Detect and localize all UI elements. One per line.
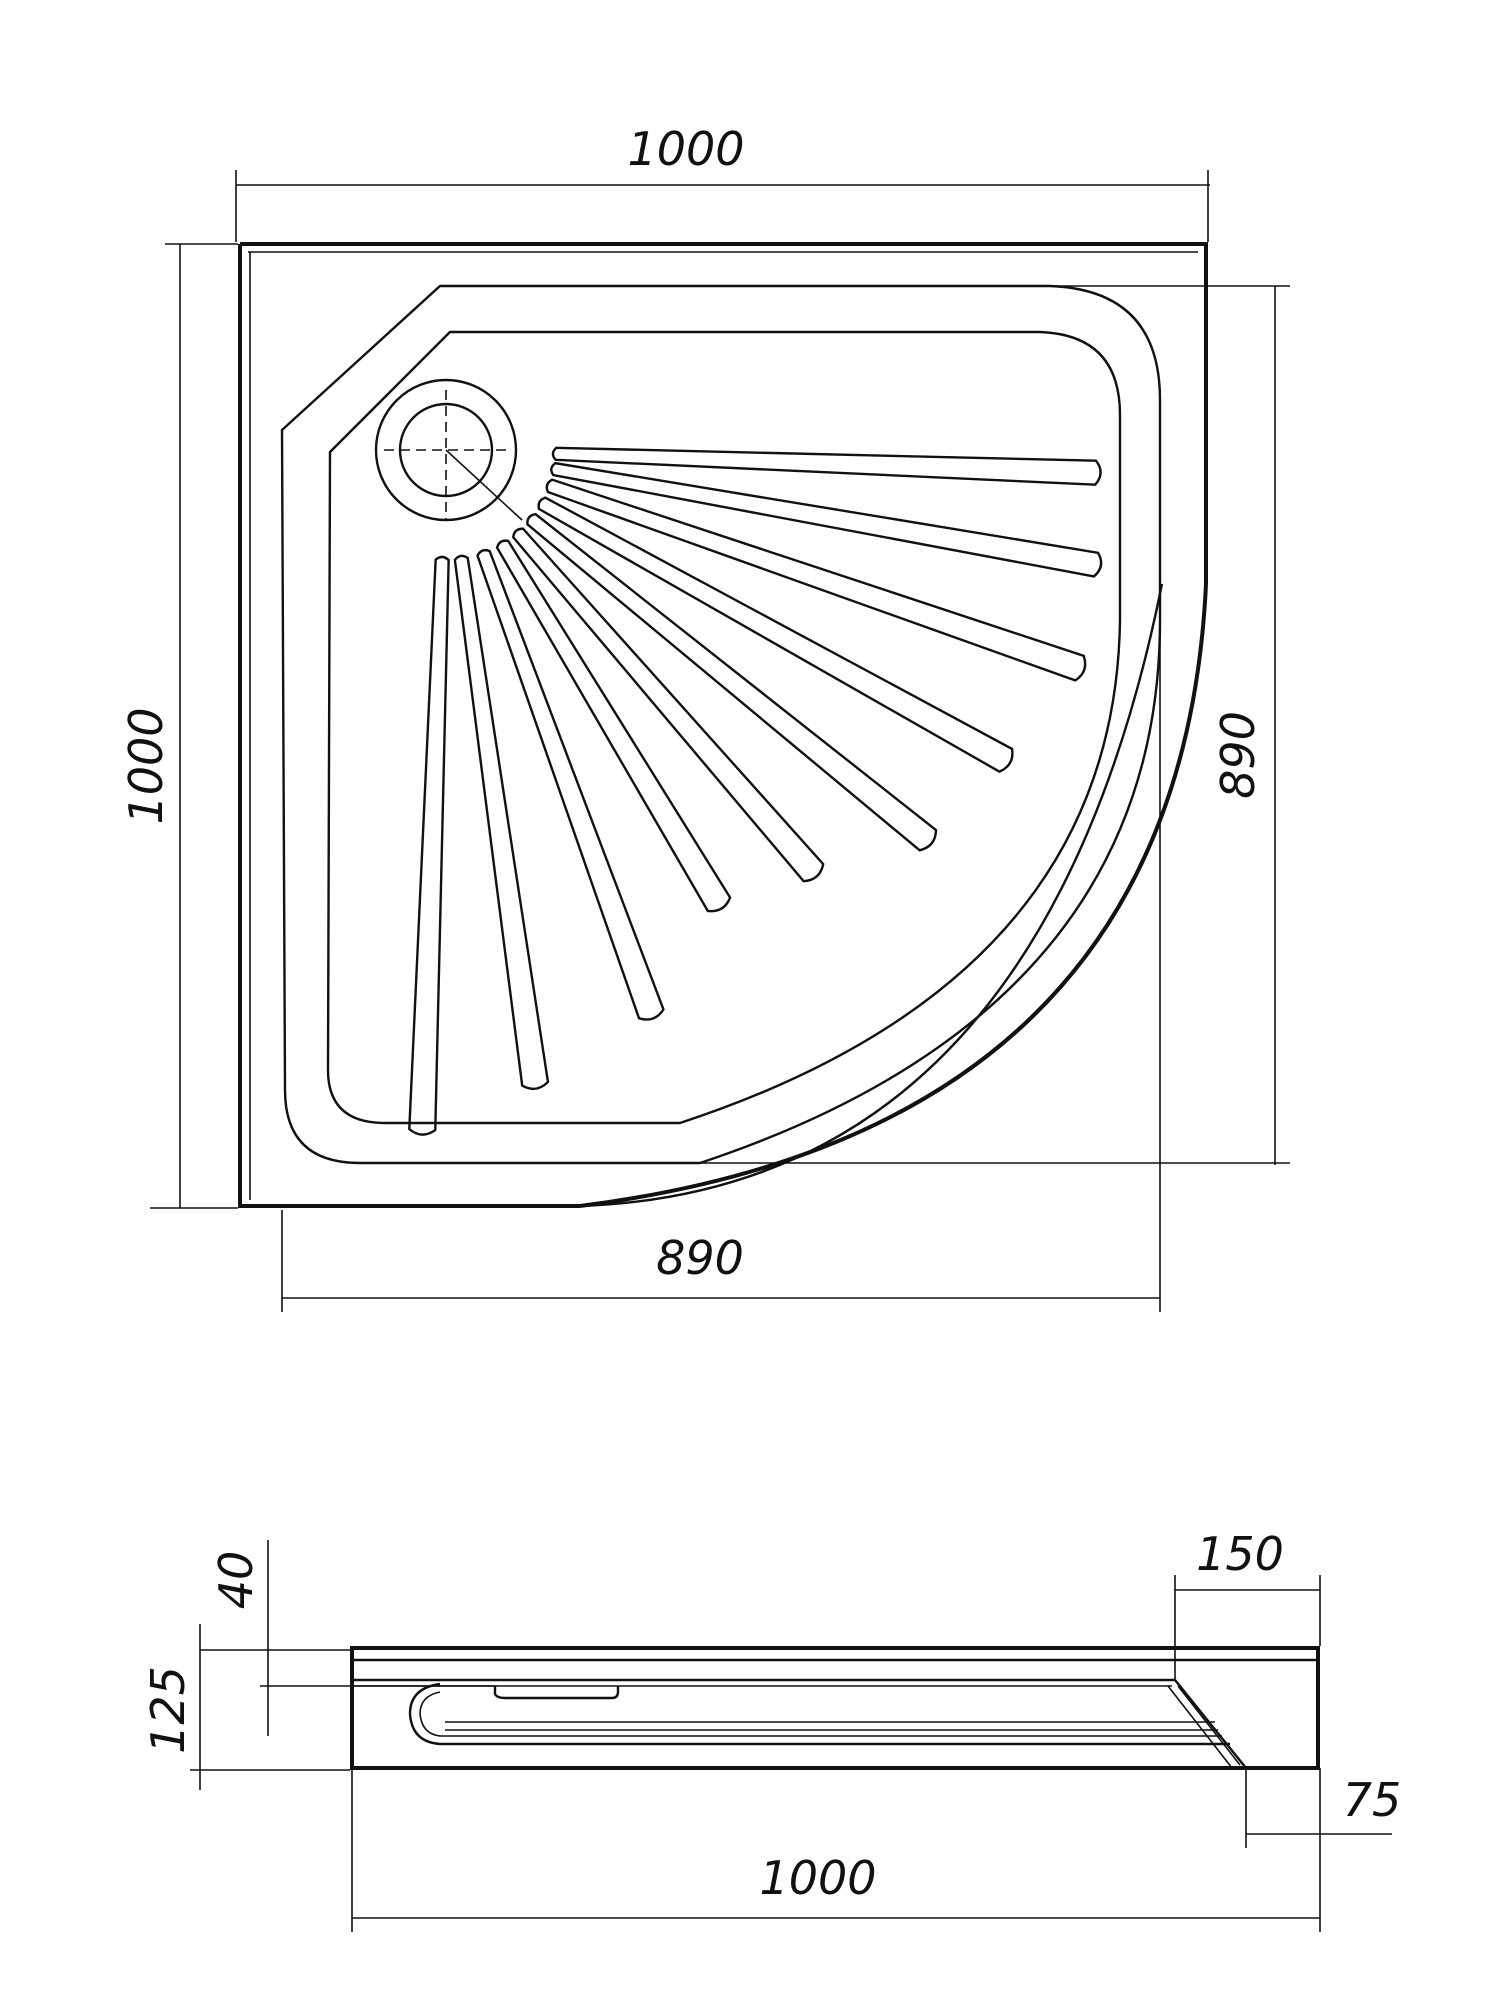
dimension-length-1000: 1000 xyxy=(351,1770,1321,1932)
rib-4 xyxy=(537,496,1014,773)
dimension-right-890: 890 xyxy=(700,285,1290,1165)
tray-outer-arc xyxy=(579,583,1164,1208)
radial-ribs xyxy=(408,446,1103,1136)
dimension-150: 150 xyxy=(1174,1527,1321,1680)
rib-7 xyxy=(495,539,732,913)
side-basin xyxy=(352,1678,1247,1769)
side-view: 40 125 150 75 1000 xyxy=(141,1527,1401,1932)
apron-label: 150 xyxy=(1196,1527,1284,1581)
rib-6 xyxy=(512,527,825,883)
left-depth-label: 1000 xyxy=(119,707,173,824)
drain xyxy=(374,378,523,522)
rim-outer xyxy=(280,284,1162,1165)
side-body xyxy=(350,1646,1320,1770)
tray-outline xyxy=(238,242,1208,1208)
dimension-125: 125 xyxy=(141,1624,350,1790)
length-label: 1000 xyxy=(759,1851,876,1905)
base-label: 75 xyxy=(1343,1773,1402,1827)
top-width-label: 1000 xyxy=(627,122,744,176)
side-slope xyxy=(1167,1685,1241,1769)
rib-2 xyxy=(550,461,1103,578)
basin-inner xyxy=(326,330,1122,1125)
dimension-75: 75 xyxy=(1245,1768,1402,1848)
rib-3 xyxy=(545,478,1087,682)
side-channel xyxy=(408,1682,1230,1746)
dimension-top-1000: 1000 xyxy=(235,122,1210,242)
right-depth-label: 890 xyxy=(1211,711,1265,799)
bottom-width-label: 890 xyxy=(656,1231,744,1285)
rim-height-label: 40 xyxy=(209,1551,263,1610)
dimension-40: 40 xyxy=(200,1540,495,1736)
rib-9 xyxy=(453,554,550,1091)
rib-10 xyxy=(408,555,450,1136)
side-drain-slot xyxy=(493,1686,620,1700)
tray-outer-arc-shadow xyxy=(579,583,1208,1208)
dimension-left-1000: 1000 xyxy=(119,243,238,1209)
height-label: 125 xyxy=(141,1666,195,1754)
rib-1 xyxy=(551,446,1102,486)
rib-5 xyxy=(526,512,938,852)
dimension-bottom-890: 890 xyxy=(281,585,1161,1312)
top-view: 1000 1000 890 890 xyxy=(119,122,1290,1312)
rib-8 xyxy=(476,548,665,1021)
